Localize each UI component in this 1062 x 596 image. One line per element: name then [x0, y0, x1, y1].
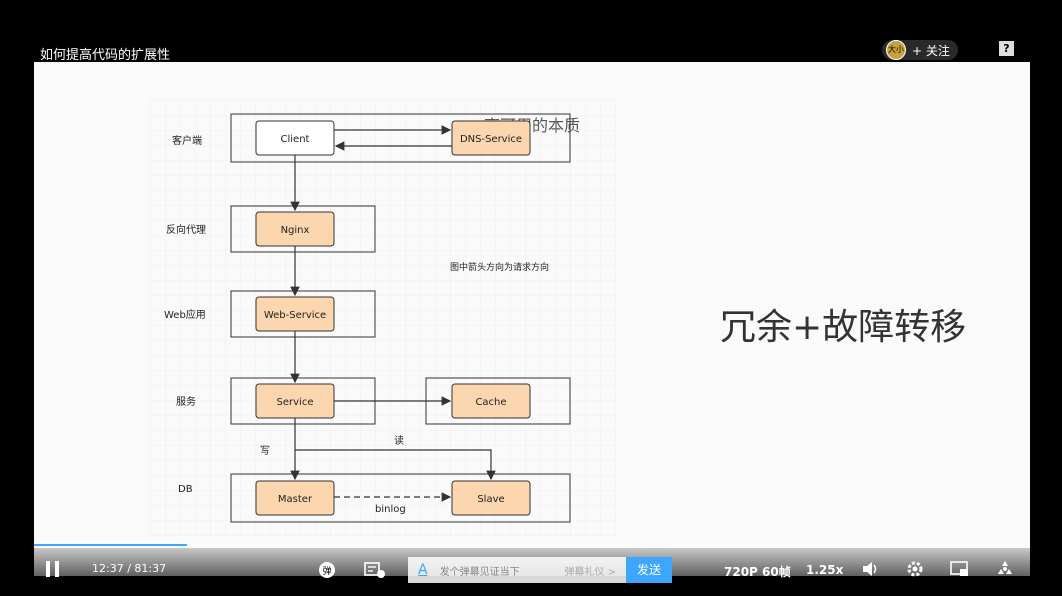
dns-box-label: DNS-Service — [460, 134, 522, 145]
danmu-settings-icon[interactable] — [364, 561, 386, 582]
service-box-label: Service — [277, 397, 314, 408]
slide-big-text: 冗余+故障转移 — [720, 307, 967, 348]
arrow-service-to-slave — [295, 449, 496, 481]
row-label-service: 服务 — [176, 395, 196, 408]
edge-label-binlog: binlog — [375, 504, 406, 515]
volume-icon[interactable] — [862, 561, 880, 580]
client-box-label: Client — [281, 134, 310, 145]
web-box-label: Web-Service — [264, 310, 326, 321]
help-icon[interactable]: ? — [999, 41, 1014, 56]
row-label-web: Web应用 — [164, 308, 206, 321]
progress-track[interactable] — [34, 544, 1030, 546]
edge-label-write: 写 — [260, 445, 270, 457]
proxy-row-container — [230, 205, 376, 253]
danmu-input[interactable]: A 发个弹幕见证当下 弹幕礼仪 > — [408, 557, 626, 583]
send-button[interactable]: 发送 — [626, 557, 672, 583]
dns-box — [451, 120, 531, 156]
danmu-placeholder: 发个弹幕见证当下 — [439, 566, 520, 578]
uploader-avatar: 大小 — [886, 40, 906, 60]
quality-selector[interactable]: 720P 60帧 — [724, 565, 791, 579]
master-box — [255, 480, 335, 516]
edge-label-read: 读 — [394, 434, 404, 447]
follow-button[interactable]: 大小 + 关注 — [882, 40, 958, 60]
title-bar — [34, 40, 1030, 62]
speed-selector[interactable]: 1.25x — [806, 563, 844, 577]
cache-box-label: Cache — [475, 397, 506, 408]
follow-label: + 关注 — [912, 43, 950, 58]
time-display: 12:37 / 81:37 — [92, 562, 167, 575]
video-title: 如何提高代码的扩展性 — [40, 48, 171, 63]
fullscreen-icon[interactable] — [996, 560, 1014, 581]
db-row-container — [230, 473, 571, 523]
cache-box — [451, 383, 531, 419]
diagram-note: 图中箭头方向为请求方向 — [450, 261, 549, 273]
settings-gear-icon[interactable] — [906, 560, 924, 581]
row-label-db: DB — [178, 484, 193, 495]
web-row-container — [230, 290, 376, 338]
slave-box-label: Slave — [477, 494, 504, 505]
architecture-diagram: 客户端 反向代理 Web应用 服务 DB Client DNS-Service … — [150, 100, 620, 540]
nginx-box-label: Nginx — [281, 225, 310, 236]
progress-fill — [34, 544, 187, 546]
danmu-etiquette-link[interactable]: 弹幕礼仪 > — [564, 566, 616, 578]
pause-icon[interactable] — [46, 561, 60, 580]
row-label-client: 客户端 — [172, 134, 202, 147]
row-label-proxy: 反向代理 — [166, 223, 206, 236]
slave-box — [451, 480, 531, 516]
danmu-style-icon[interactable]: A — [418, 562, 428, 578]
svg-text:弹: 弹 — [322, 565, 331, 577]
pip-icon[interactable] — [950, 561, 970, 580]
danmu-toggle-icon[interactable]: 弹 — [318, 561, 336, 582]
master-box-label: Master — [278, 494, 313, 505]
client-row-container — [230, 113, 571, 163]
